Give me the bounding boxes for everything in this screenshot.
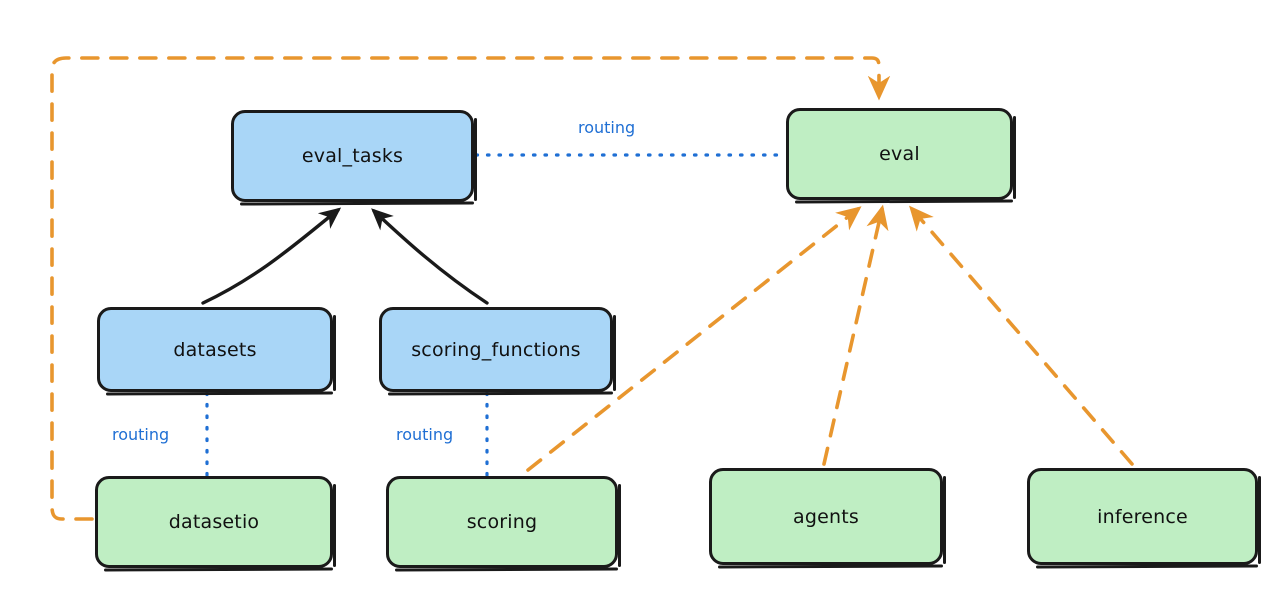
- dependency-edge-scoring-eval: [526, 206, 862, 472]
- node-datasets[interactable]: datasets: [97, 307, 336, 392]
- dependency-edge-datasetio-eval: [50, 56, 891, 521]
- node-label: eval: [879, 143, 920, 165]
- node-eval-tasks[interactable]: eval_tasks: [231, 110, 477, 202]
- edge-label-routing-scoring-functions-scoring: routing: [396, 425, 454, 444]
- inherit-edge-scoring_functions-eval_tasks: [371, 208, 489, 305]
- node-datasetio[interactable]: datasetio: [95, 476, 336, 568]
- dependency-edge-inference-eval: [909, 205, 1134, 466]
- dependency-edge-agents-eval: [822, 204, 889, 466]
- node-label: scoring: [466, 511, 538, 533]
- node-label: datasets: [173, 338, 257, 361]
- edge-label-routing-datasets-datasetio: routing: [112, 425, 170, 444]
- node-label: agents: [793, 505, 859, 528]
- node-scoring[interactable]: scoring: [386, 476, 621, 568]
- node-scoring-functions[interactable]: scoring_functions: [379, 307, 616, 392]
- node-label: eval_tasks: [301, 145, 404, 167]
- node-label: inference: [1097, 505, 1188, 528]
- node-agents[interactable]: agents: [709, 468, 946, 565]
- inherit-edge-datasets-eval_tasks: [201, 207, 342, 305]
- node-eval[interactable]: eval: [786, 108, 1016, 200]
- edge-label-routing-eval-tasks-eval: routing: [578, 118, 636, 137]
- node-label: datasetio: [168, 511, 260, 533]
- node-inference[interactable]: inference: [1027, 468, 1261, 565]
- node-label: scoring_functions: [411, 338, 581, 361]
